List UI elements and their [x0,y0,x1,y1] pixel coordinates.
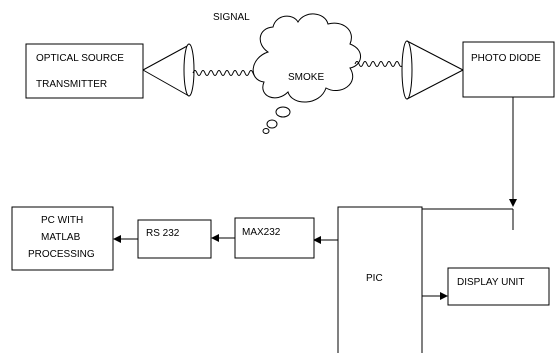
smoke-cloud-icon [252,13,361,134]
max232-box [234,217,315,259]
optical-source-label-line1: OPTICAL SOURCE [36,53,124,64]
optical-source-label-line2: TRANSMITTER [36,79,107,90]
rs232-box [137,219,212,259]
rs232-label: RS 232 [146,228,180,239]
photo-diode-label: PHOTO DIODE [471,53,541,64]
receiver-cone-icon [401,40,464,100]
max232-label: MAX232 [242,227,281,238]
optical-source-transmitter-box [25,43,144,99]
display-unit-box [447,267,550,306]
smoke-label: SMOKE [288,72,324,83]
pc-matlab-box [11,206,114,271]
signal-label: SIGNAL [213,12,250,23]
signal-wave-right [354,61,408,67]
photo-diode-box [462,41,555,98]
pc-label-line1: PC WITH [41,215,83,226]
signal-wave-left [192,70,262,76]
pic-box [337,206,423,353]
pc-label-line2: MATLAB [41,232,81,243]
pc-label-line3: PROCESSING [28,249,95,260]
transmitter-cone-icon [142,43,195,97]
pic-label: PIC [366,273,383,284]
display-unit-label: DISPLAY UNIT [457,277,524,288]
